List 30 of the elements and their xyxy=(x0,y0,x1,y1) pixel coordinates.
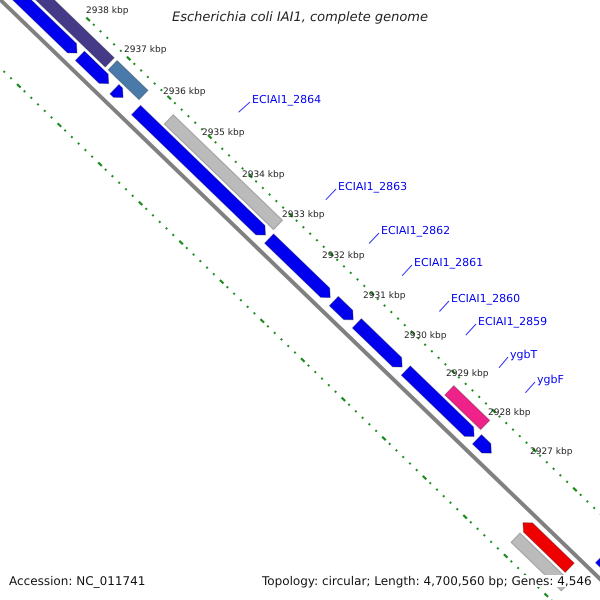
gene-label: ygbF xyxy=(537,374,564,385)
scale-label: 2931 kbp xyxy=(363,292,406,301)
scale-label: 2936 kbp xyxy=(163,88,206,97)
scale-label: 2937 kbp xyxy=(124,46,166,55)
gene-label: ECIAI1_2862 xyxy=(381,225,450,236)
leader-line xyxy=(238,102,250,113)
scale-label: 2930 kbp xyxy=(404,332,446,341)
footer-text: Topology: circular; Length: 4,700,560 bp; Genes: 4,546 xyxy=(262,575,592,587)
gene-label: ECIAI1_2864 xyxy=(252,94,322,105)
footer-text: Accession: NC_011741 xyxy=(9,575,146,587)
scale-label: 2932 kbp xyxy=(322,252,364,261)
scale-label: 2929 kbp xyxy=(446,370,488,379)
leader-line xyxy=(402,264,412,276)
gene-label: ygbT xyxy=(510,349,538,360)
scale-label: 2938 kbp xyxy=(86,7,128,16)
scale-label: 2935 kbp xyxy=(202,129,244,138)
gene-label: ECIAI1_2860 xyxy=(451,293,520,304)
leader-line xyxy=(498,356,508,368)
leader-line xyxy=(524,382,536,394)
leader-line xyxy=(325,188,336,200)
leader-line xyxy=(438,300,450,312)
gene-label: ECIAI1_2859 xyxy=(478,316,548,327)
gene-label: ECIAI1_2861 xyxy=(414,257,484,268)
scale-label: 2934 kbp xyxy=(242,171,284,180)
map-title: Escherichia coli IAI1, complete genome xyxy=(171,11,429,24)
leader-line xyxy=(368,232,380,244)
scale-label: 2927 kbp xyxy=(530,448,572,457)
scale-label: 2928 kbp xyxy=(488,409,530,418)
leader-line xyxy=(465,324,476,336)
gene-label: ECIAI1_2863 xyxy=(338,181,408,192)
